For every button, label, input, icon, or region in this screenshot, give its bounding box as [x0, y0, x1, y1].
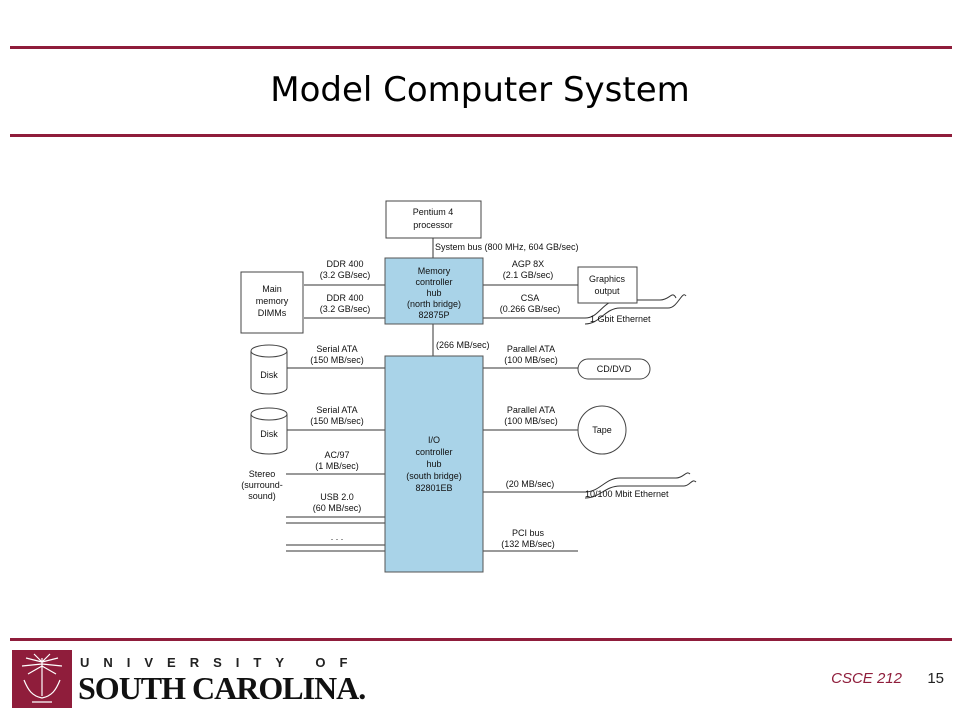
bottom-rule: [10, 638, 952, 641]
north-bridge-label-3: hub: [426, 288, 441, 298]
usb-label-2: (60 MB/sec): [313, 503, 362, 513]
south-bridge-label-4: (south bridge): [406, 471, 462, 481]
usb-label-1: USB 2.0: [320, 492, 354, 502]
tape-circle: [577, 405, 627, 455]
top-rule-upper: [10, 46, 952, 49]
processor-label-2: processor: [413, 220, 453, 230]
pci-label-1: PCI bus: [512, 528, 545, 538]
university-wordmark-top: UNIVERSITY OF: [80, 655, 362, 670]
agp-label-2: (2.1 GB/sec): [503, 270, 554, 280]
graphics-box: [577, 266, 638, 304]
gbit-ethernet-cable: [584, 294, 677, 319]
mbit-ethernet-cable-2: [584, 480, 697, 499]
page-number: 15: [927, 670, 944, 687]
graphics-label-2: output: [594, 286, 620, 296]
cd-dvd-label: CD/DVD: [597, 364, 632, 374]
north-bridge-label-2: controller: [415, 277, 452, 287]
south-bridge-label-5: 82801EB: [415, 483, 452, 493]
processor-box: [385, 200, 482, 239]
sata-top-label-2: (150 MB/sec): [310, 355, 364, 365]
system-bus-label: System bus (800 MHz, 604 GB/sec): [435, 242, 579, 252]
hub-link-label: (266 MB/sec): [436, 340, 490, 350]
pata-top-label-2: (100 MB/sec): [504, 355, 558, 365]
processor-label-1: Pentium 4: [413, 207, 454, 217]
pata-top-label-1: Parallel ATA: [507, 344, 555, 354]
sata-bottom-label-1: Serial ATA: [316, 405, 357, 415]
csa-label-1: CSA: [521, 293, 540, 303]
graphics-label-1: Graphics: [589, 274, 626, 284]
slide-title: Model Computer System: [270, 70, 690, 110]
pata-bottom-label-2: (100 MB/sec): [504, 416, 558, 426]
north-bridge-label-1: Memory: [418, 266, 451, 276]
stereo-label-3: sound): [248, 491, 276, 501]
stereo-label-1: Stereo: [249, 469, 276, 479]
disk-top-label: Disk: [260, 370, 278, 380]
main-memory-label-3: DIMMs: [258, 308, 287, 318]
mbit-ethernet-cable: [584, 472, 691, 493]
palmetto-seal-icon: [12, 650, 72, 708]
main-memory-label-1: Main: [262, 284, 282, 294]
ethernet-20-label: (20 MB/sec): [506, 479, 555, 489]
cd-dvd-box: [577, 358, 651, 380]
pci-label-2: (132 MB/sec): [501, 539, 555, 549]
gbit-ethernet-cable-2: [584, 294, 687, 325]
ddr-bottom-label-2: (3.2 GB/sec): [320, 304, 371, 314]
course-label: CSCE 212: [831, 670, 902, 687]
disk-bottom-label: Disk: [260, 429, 278, 439]
top-rule-lower: [10, 134, 952, 137]
ac97-label-1: AC/97: [324, 450, 349, 460]
gbit-ethernet-label: 1 Gbit Ethernet: [590, 314, 651, 324]
sata-bottom-label-2: (150 MB/sec): [310, 416, 364, 426]
north-bridge-label-4: (north bridge): [407, 299, 461, 309]
ellipsis-label: . . .: [331, 532, 344, 542]
stereo-label-2: (surround-: [241, 480, 283, 490]
ddr-bottom-label-1: DDR 400: [326, 293, 363, 303]
mbit-ethernet-label: 10/100 Mbit Ethernet: [585, 489, 669, 499]
south-bridge-label-3: hub: [426, 459, 441, 469]
south-bridge-box: [384, 355, 484, 573]
north-bridge-box: [384, 257, 484, 325]
pata-bottom-label-1: Parallel ATA: [507, 405, 555, 415]
university-wordmark-name: SOUTH CAROLINA.: [78, 670, 366, 706]
sata-top-label-1: Serial ATA: [316, 344, 357, 354]
ddr-top-label-1: DDR 400: [326, 259, 363, 269]
south-bridge-label-1: I/O: [428, 435, 440, 445]
disk-top-cylinder: [250, 344, 288, 395]
south-bridge-label-2: controller: [415, 447, 452, 457]
csa-label-2: (0.266 GB/sec): [500, 304, 561, 314]
ac97-label-2: (1 MB/sec): [315, 461, 359, 471]
agp-label-1: AGP 8X: [512, 259, 544, 269]
north-bridge-label-5: 82875P: [418, 310, 449, 320]
disk-bottom-cylinder: [250, 407, 288, 455]
main-memory-box: [240, 271, 304, 334]
main-memory-label-2: memory: [256, 296, 289, 306]
tape-label: Tape: [592, 425, 612, 435]
ddr-top-label-2: (3.2 GB/sec): [320, 270, 371, 280]
